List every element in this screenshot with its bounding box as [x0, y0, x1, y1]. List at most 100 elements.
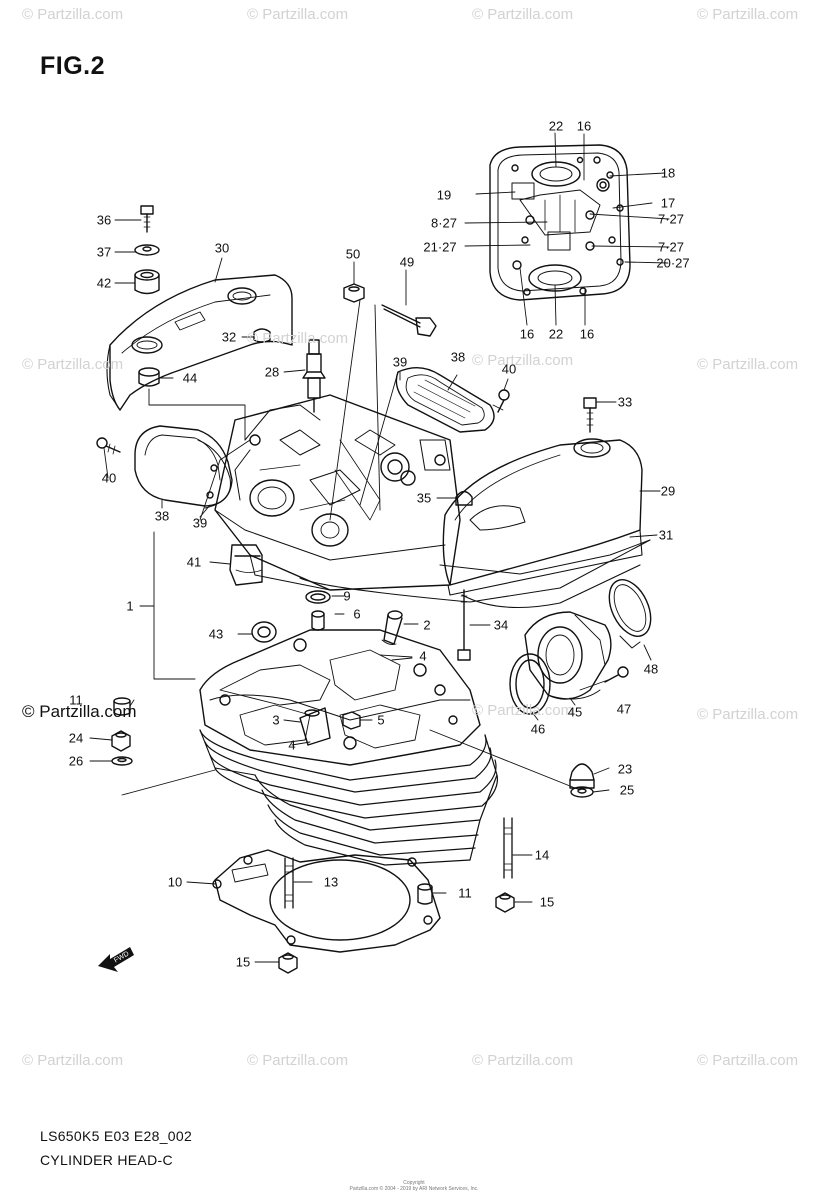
figure-title: FIG.2 [40, 52, 106, 80]
callout-label: 9 [343, 588, 351, 604]
watermark: © Partzilla.com [247, 330, 349, 347]
watermark: © Partzilla.com [247, 6, 349, 23]
callout-label: 48 [643, 661, 659, 677]
washer-37 [135, 245, 159, 255]
plug-41 [230, 545, 262, 585]
callout-label: 15 [539, 894, 555, 910]
valve-guide-2 [382, 611, 402, 645]
callout-label: 40 [101, 470, 117, 486]
collar-44 [139, 368, 159, 386]
callout-label: 50 [345, 246, 361, 262]
callout-label: 20·27 [656, 255, 690, 271]
callout-label: 31 [658, 527, 674, 543]
callout-label: 28 [264, 364, 280, 380]
callout-label: 13 [323, 874, 339, 890]
stud-13 [285, 858, 293, 908]
callout-label: 22 [548, 326, 564, 342]
spark-plug-28 [303, 340, 325, 412]
callout-label: 30 [214, 240, 230, 256]
watermark: © Partzilla.com [697, 356, 799, 373]
callout-label: 39 [392, 354, 408, 370]
rocker-cover-top-view [490, 145, 630, 300]
callout-label: 47 [616, 701, 632, 717]
dowel-pin-6 [312, 611, 324, 630]
copyright-notice: Copyright Partzilla.com © 2004 - 2019 by… [349, 1180, 478, 1192]
stud-14 [504, 818, 512, 878]
callout-label: 45 [567, 704, 583, 720]
bolt-33 [584, 398, 596, 432]
nut-5 [343, 712, 360, 729]
dowel-11-upper [114, 698, 130, 715]
callout-label: 39 [192, 515, 208, 531]
callout-label: 3 [272, 712, 280, 728]
callout-label: 10 [167, 874, 183, 890]
cap-32 [254, 329, 270, 342]
callout-label: 43 [208, 626, 224, 642]
nut-50 [344, 284, 364, 302]
callout-label: 11 [69, 692, 83, 708]
callout-label: 42 [96, 275, 112, 291]
callout-label: 15 [235, 954, 251, 970]
callout-label: 14 [534, 847, 550, 863]
bolt-40-upper [493, 390, 509, 412]
callout-label: 40 [501, 361, 517, 377]
callout-label: 21·27 [423, 239, 457, 255]
diagram-code: LS650K5 E03 E28_002 [40, 1128, 193, 1144]
callout-label: 32 [221, 329, 237, 345]
watermark: © Partzilla.com [697, 1052, 799, 1069]
forward-arrow-icon: FWD [98, 947, 134, 972]
o-ring-9 [306, 591, 330, 603]
left-head-cover [107, 275, 292, 410]
callout-label: 38 [450, 349, 466, 365]
callout-label: 33 [617, 394, 633, 410]
callout-label: 35 [416, 490, 432, 506]
watermark: © Partzilla.com [22, 6, 124, 23]
callout-label: 24 [68, 730, 84, 746]
watermark: © Partzilla.com [472, 6, 574, 23]
callout-label: 18 [660, 165, 676, 181]
diagram-name: CYLINDER HEAD-C [40, 1152, 173, 1168]
side-cover-38-lower [135, 426, 232, 508]
copyright-line-1: Copyright [403, 1180, 425, 1186]
clamp-48 [601, 573, 659, 648]
callout-label: 6 [353, 606, 361, 622]
watermark: © Partzilla.com [247, 1052, 349, 1069]
intake-pipe-45 [525, 612, 611, 699]
callout-label: 37 [96, 244, 112, 260]
watermark: © Partzilla.com [22, 356, 124, 373]
callout-label: 16 [576, 118, 592, 134]
watermark: © Partzilla.com [697, 6, 799, 23]
nut-15-lower [279, 953, 297, 973]
watermark: © Partzilla.com [472, 702, 574, 719]
copyright-line-2: Partzilla.com © 2004 - 2019 by ARI Netwo… [349, 1186, 479, 1192]
callout-label: 4 [419, 648, 427, 664]
cylinder-head-lower [200, 630, 497, 865]
watermark: © Partzilla.com [472, 352, 574, 369]
callout-label: 22 [548, 118, 564, 134]
head-gasket [213, 850, 440, 952]
callout-label: 11 [458, 885, 472, 901]
bolt-36 [141, 206, 153, 232]
callout-label: 29 [660, 483, 676, 499]
cap-nut-23 [570, 764, 594, 788]
dome-nut-35 [456, 492, 472, 506]
callout-label: 1 [126, 598, 134, 614]
seal-43 [252, 622, 276, 642]
callout-label: 7·27 [657, 211, 685, 227]
callout-label: 19 [436, 187, 452, 203]
o-ring-46 [510, 654, 550, 714]
washer-26 [112, 757, 132, 765]
cover-gasket [300, 540, 650, 608]
callout-label: 41 [186, 554, 202, 570]
bolt-40-lower [97, 438, 120, 454]
screw-47 [605, 667, 628, 682]
right-head-cover [443, 439, 642, 595]
watermark: © Partzilla.com [22, 1052, 124, 1069]
callout-label: 26 [68, 753, 84, 769]
callout-label: 34 [493, 617, 509, 633]
washer-25 [571, 787, 593, 797]
bolt-49 [382, 305, 436, 336]
callout-label: 36 [96, 212, 112, 228]
callout-label: 25 [619, 782, 635, 798]
